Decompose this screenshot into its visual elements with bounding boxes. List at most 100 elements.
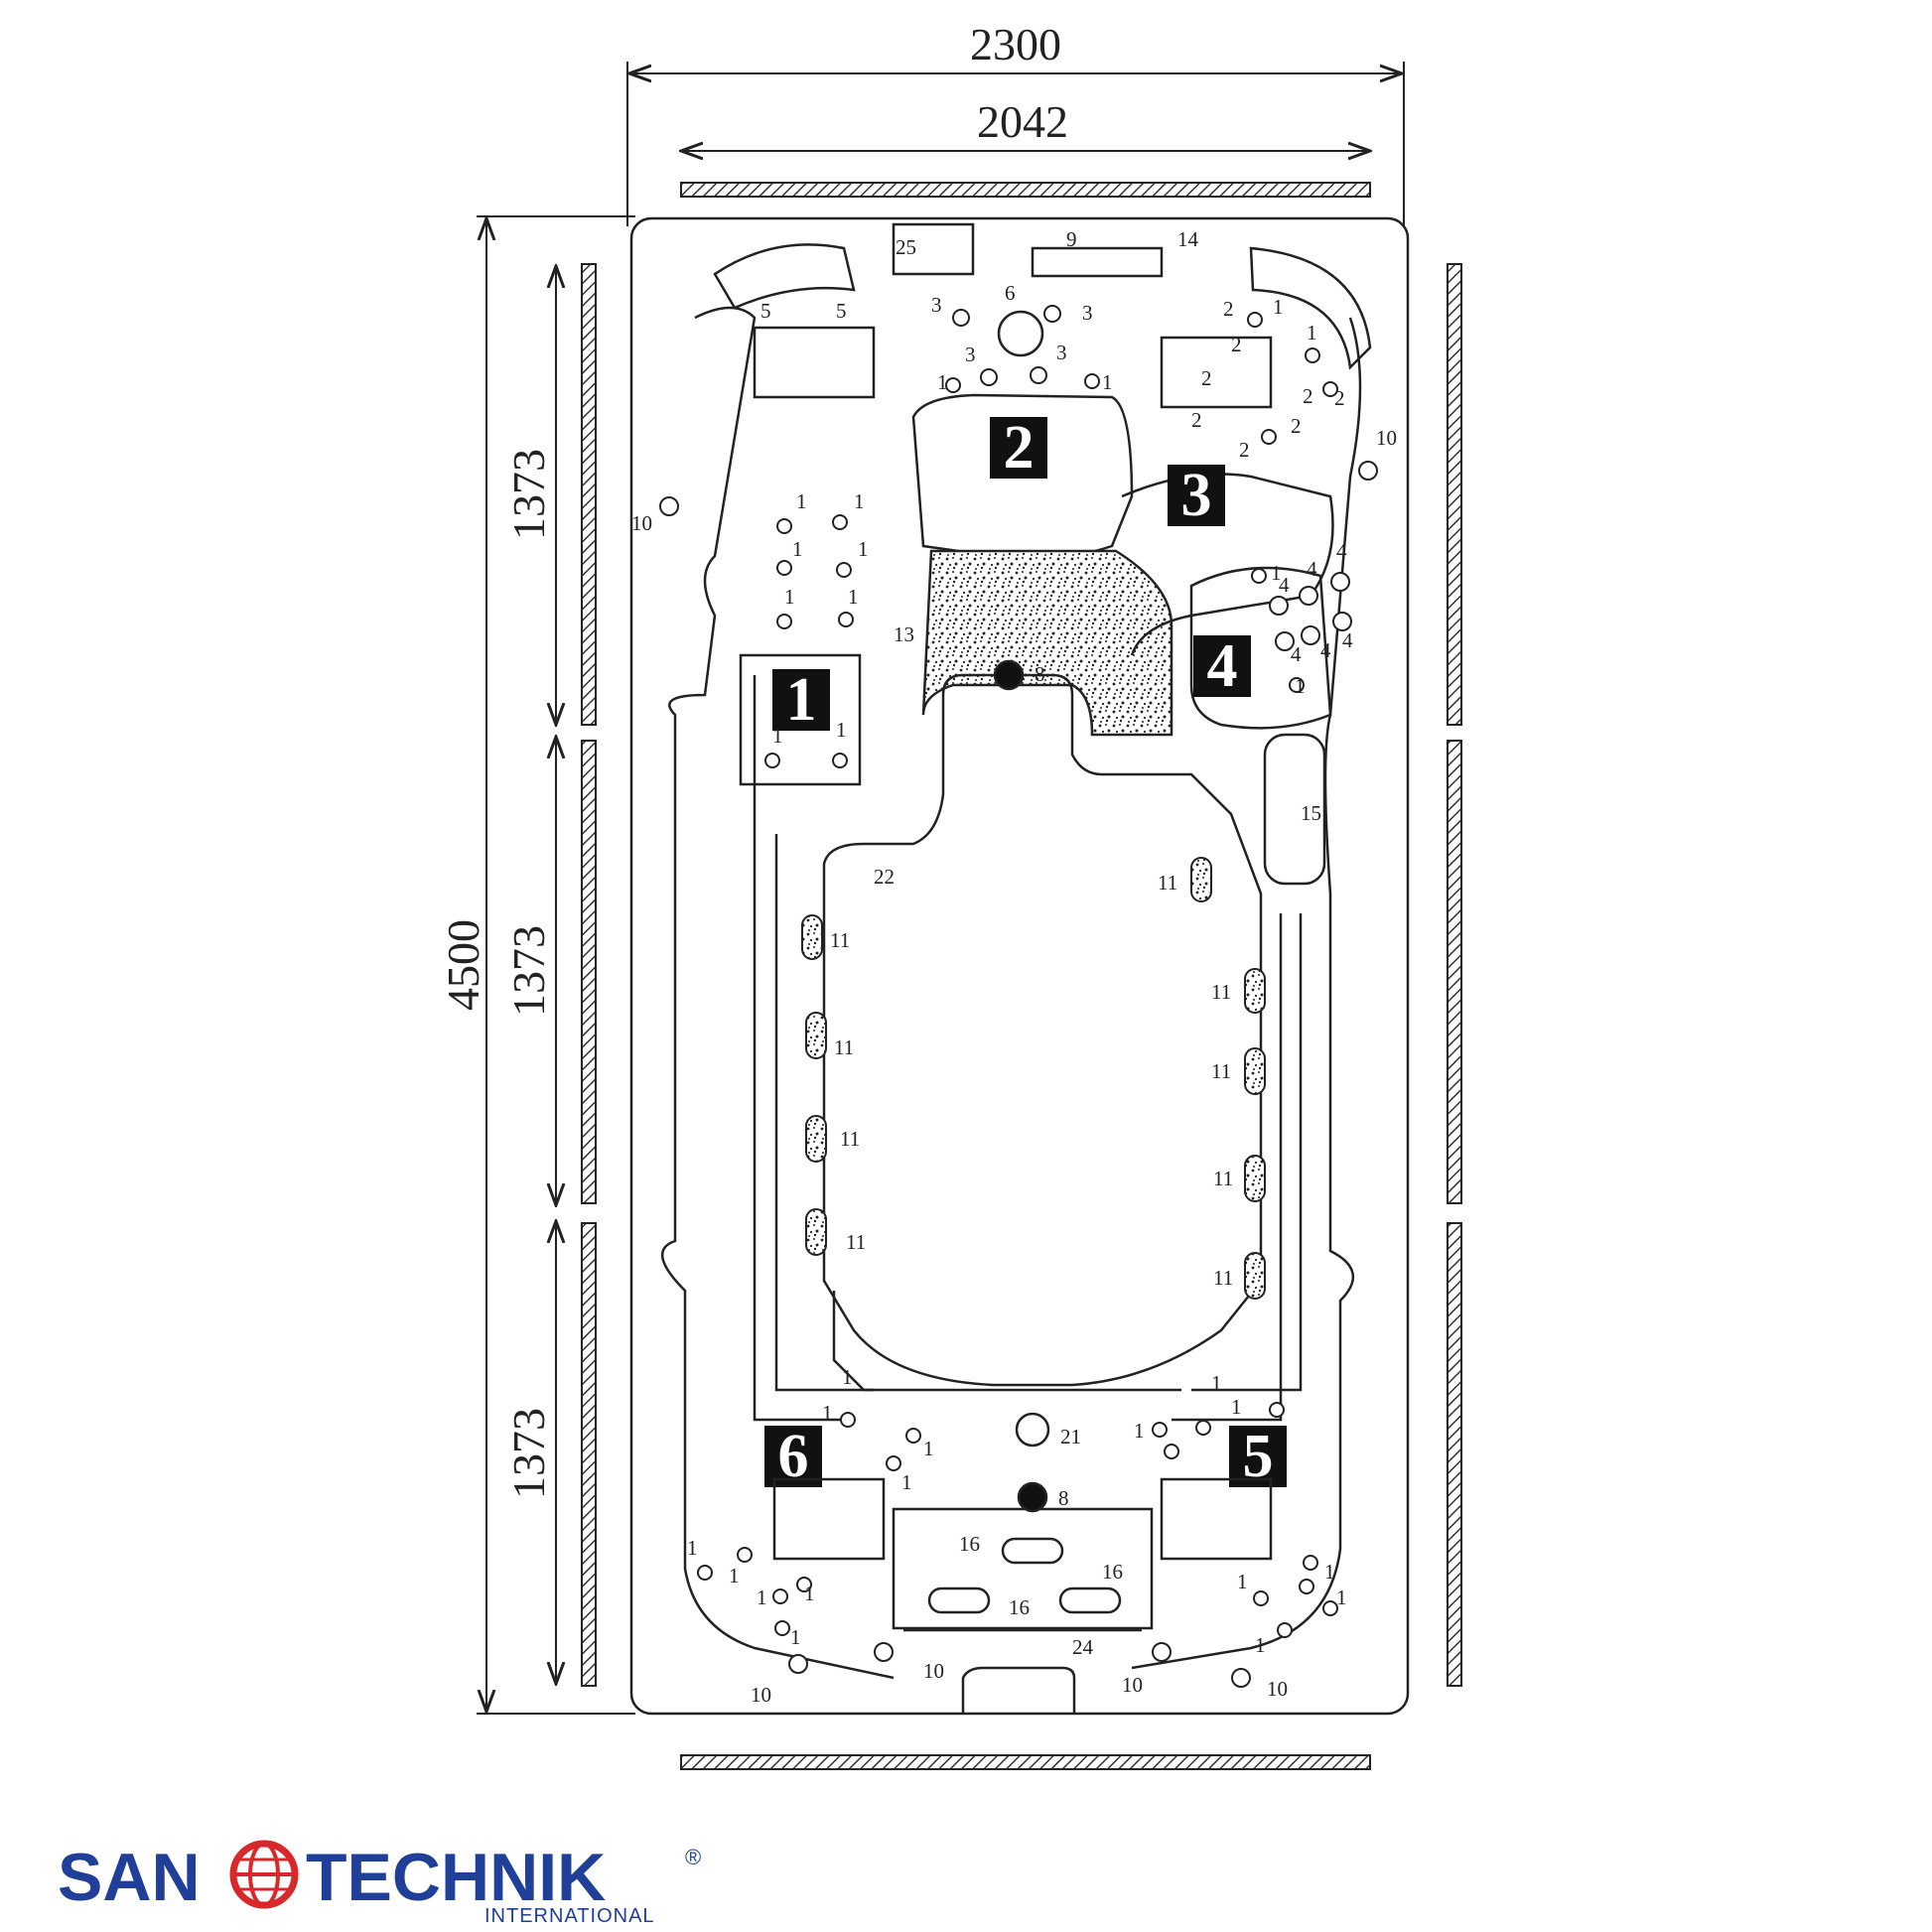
- part-labels: 1 1 1 1 1 1 1 1 1 1 1 1 1 1 1 1 1 1 1 1 …: [631, 227, 1397, 1707]
- label-25: 25: [896, 235, 916, 259]
- label-16: 16: [959, 1532, 980, 1556]
- part-15-step: [1263, 733, 1326, 886]
- label-13: 13: [894, 622, 914, 646]
- equipment: [753, 222, 1273, 1632]
- label-11: 11: [1213, 1266, 1233, 1290]
- label-1: 1: [772, 724, 783, 748]
- label-1: 1: [1134, 1419, 1145, 1443]
- label-1: 1: [1271, 561, 1282, 585]
- zone-1-seat: [739, 653, 862, 786]
- zone-3-seat: [1121, 473, 1334, 656]
- label-1: 1: [822, 1401, 833, 1425]
- pump-top-left: [753, 326, 876, 399]
- label-1: 1: [836, 718, 847, 742]
- dim-section-2: 1373: [503, 925, 554, 1017]
- dim-section-3: 1373: [503, 1408, 554, 1499]
- label-22: 22: [874, 865, 895, 889]
- label-10: 10: [751, 1683, 771, 1707]
- zone-1-box: [772, 669, 830, 731]
- zone-2-box: [990, 417, 1047, 479]
- zone-5-box: [1229, 1426, 1287, 1487]
- label-1: 1: [937, 370, 948, 394]
- label-1: 1: [1237, 1570, 1248, 1593]
- zone-1-label: 1: [786, 666, 817, 734]
- label-2: 2: [1191, 408, 1202, 432]
- pump-bottom-left: [772, 1477, 886, 1561]
- zone-6-box: [764, 1426, 822, 1487]
- label-1: 1: [1255, 1633, 1266, 1657]
- label-1: 1: [1231, 1395, 1242, 1419]
- sanotechnik-logo: SAN TECHNIK ® INTERNATIONAL: [58, 1840, 702, 1924]
- label-1: 1: [757, 1586, 767, 1609]
- logo-registered: ®: [685, 1845, 702, 1869]
- label-1: 1: [804, 1582, 815, 1605]
- bottom-step: [892, 1507, 1154, 1630]
- label-6: 6: [1005, 281, 1016, 305]
- part-16-light-c: [1058, 1587, 1122, 1614]
- label-10: 10: [923, 1659, 944, 1683]
- label-2: 2: [1334, 386, 1345, 410]
- label-1: 1: [901, 1470, 912, 1494]
- label-1: 1: [1307, 321, 1317, 345]
- label-2: 2: [1231, 333, 1242, 356]
- zone-2-label: 2: [1004, 414, 1035, 482]
- label-11: 11: [830, 928, 850, 952]
- label-11: 11: [834, 1035, 854, 1059]
- dimension-lines: [477, 62, 1405, 1715]
- label-11: 11: [840, 1127, 860, 1151]
- bottom-notch: [961, 1666, 1076, 1714]
- label-2: 2: [1291, 414, 1302, 438]
- label-8: 8: [1058, 1486, 1069, 1510]
- label-1: 1: [923, 1437, 934, 1460]
- textured-seat: [921, 549, 1173, 737]
- label-10: 10: [1376, 426, 1397, 450]
- label-1: 1: [687, 1536, 698, 1560]
- top-panel: [680, 182, 1371, 198]
- label-10: 10: [1122, 1673, 1143, 1697]
- zone-3-box: [1168, 465, 1225, 526]
- globe-icon: [229, 1840, 299, 1909]
- part-8-drain-top: [993, 659, 1025, 691]
- label-1: 1: [858, 537, 869, 561]
- label-3: 3: [1056, 341, 1067, 364]
- label-2: 2: [1201, 366, 1212, 390]
- label-4: 4: [1307, 557, 1317, 581]
- dim-total-length: 4500: [438, 919, 488, 1011]
- label-1: 1: [729, 1564, 740, 1587]
- right-panel-1: [1447, 263, 1462, 726]
- left-panel-2: [581, 740, 597, 1204]
- label-24: 24: [1072, 1635, 1094, 1659]
- left-panel-3: [581, 1222, 597, 1687]
- label-21: 21: [1060, 1425, 1081, 1449]
- label-1: 1: [842, 1365, 853, 1389]
- left-panel-1: [581, 263, 597, 726]
- label-9: 9: [1066, 227, 1077, 251]
- label-1: 1: [1211, 1371, 1222, 1395]
- part-21-skimmer: [1015, 1412, 1050, 1448]
- label-1: 1: [848, 585, 859, 609]
- label-15: 15: [1301, 801, 1321, 825]
- spa-outer-shell: [629, 216, 1410, 1716]
- label-1: 1: [784, 585, 795, 609]
- label-3: 3: [1082, 301, 1093, 325]
- logo-technik: TECHNIK: [306, 1840, 606, 1915]
- jets: [659, 305, 1378, 1688]
- pump-top-right: [1160, 336, 1273, 409]
- right-panel-3: [1447, 1222, 1462, 1687]
- label-4: 4: [1291, 642, 1302, 666]
- right-panel-2: [1447, 740, 1462, 1204]
- pump-bottom-right: [1160, 1477, 1273, 1561]
- inner-contours: [660, 306, 1362, 1680]
- label-14: 14: [1177, 227, 1199, 251]
- top-right-arc: [1249, 246, 1372, 370]
- label-5: 5: [836, 299, 847, 323]
- label-1: 1: [1324, 1560, 1335, 1584]
- dim-inner-width: 2042: [977, 96, 1068, 147]
- logo-subtitle: INTERNATIONAL: [484, 1905, 655, 1924]
- label-1: 1: [796, 489, 807, 513]
- top-left-arc: [713, 243, 856, 310]
- label-1: 1: [792, 537, 803, 561]
- pump-top-center: [892, 222, 975, 276]
- label-4: 4: [1320, 638, 1331, 662]
